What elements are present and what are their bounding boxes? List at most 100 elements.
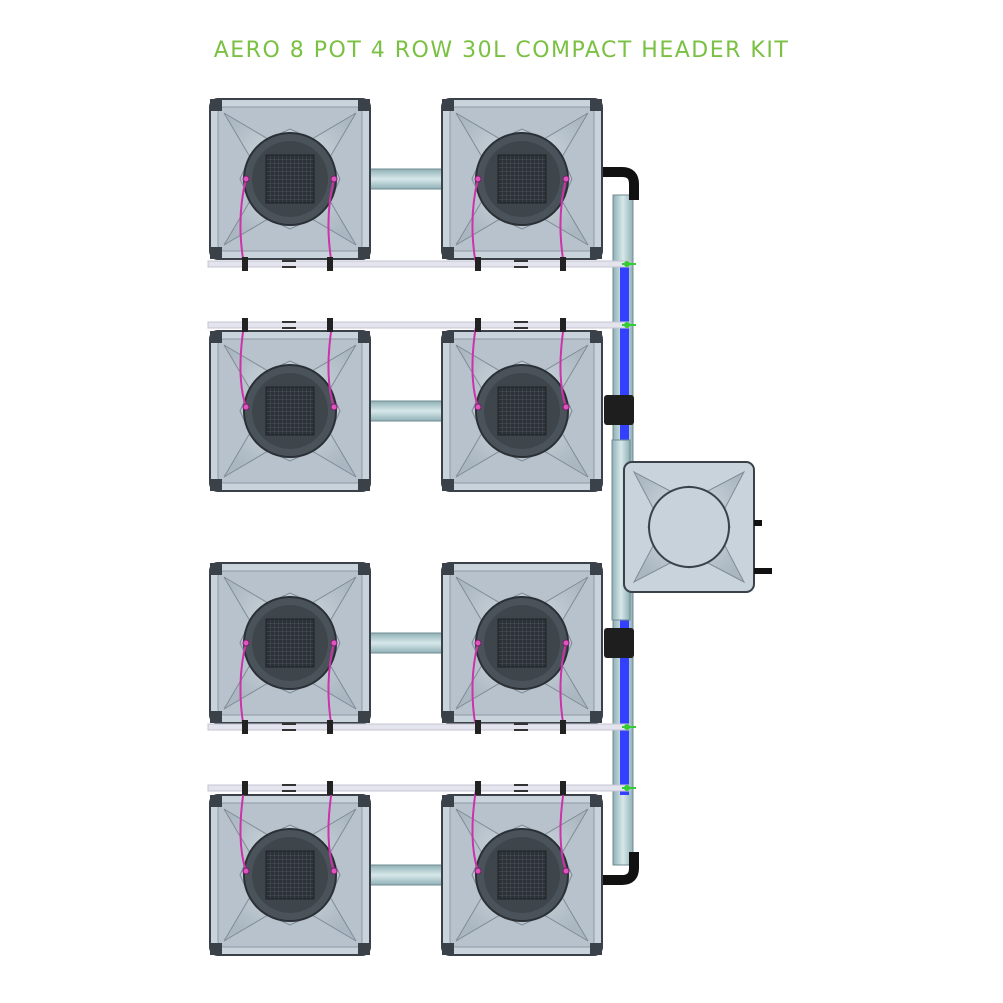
dripper-stake [475, 257, 481, 271]
feed-line-connector-tip [622, 324, 636, 326]
pot-corner [442, 331, 454, 343]
line-clip [514, 729, 528, 731]
line-clip [514, 321, 528, 323]
link-pipe [369, 864, 443, 886]
header-tank-icon [623, 461, 772, 593]
pot-corner [590, 711, 602, 723]
dripper-head [562, 639, 570, 647]
pot-corner [210, 563, 222, 575]
line-clip [514, 790, 528, 792]
net-pot-mesh [497, 386, 547, 436]
dripper-stake [242, 257, 248, 271]
dripper-stake [327, 318, 333, 332]
line-clip [282, 729, 296, 731]
dripper-stake [475, 781, 481, 795]
dripper-head [562, 175, 570, 183]
dripper-stake [242, 781, 248, 795]
dripper-head [474, 867, 482, 875]
pot-corner [210, 247, 222, 259]
net-pot-mesh [497, 618, 547, 668]
pot-corner [590, 479, 602, 491]
line-clip [514, 784, 528, 786]
dripper-hose [559, 324, 567, 408]
dripper-stake [475, 318, 481, 332]
pot-corner [442, 943, 454, 955]
net-pot-mesh [265, 618, 315, 668]
pipework [369, 167, 639, 886]
pots [209, 98, 603, 956]
net-pot-mesh [497, 154, 547, 204]
net-pot-mesh [497, 850, 547, 900]
dripper-stake [242, 318, 248, 332]
pot-corner [590, 331, 602, 343]
tank-drain [754, 568, 772, 574]
dripper-hose [239, 324, 247, 408]
dripper-hose [471, 642, 479, 730]
line-clip [514, 327, 528, 329]
pot-corner [590, 795, 602, 807]
bottom-elbow [600, 852, 639, 885]
dripper-hose [559, 178, 567, 266]
line-clip [282, 723, 296, 725]
grow-pot-icon [441, 324, 603, 492]
dripper-hose [327, 324, 335, 408]
dripper-hose [471, 178, 479, 266]
drip-feed-line [207, 260, 631, 268]
pot-corner [590, 563, 602, 575]
manifold-fitting [604, 395, 634, 425]
tank-cap [648, 486, 730, 568]
dripper-stake [327, 781, 333, 795]
line-clip [282, 266, 296, 268]
link-pipe [369, 632, 443, 654]
net-pot-mesh [265, 850, 315, 900]
link-pipe [369, 168, 443, 190]
pot-corner [358, 943, 370, 955]
dripper-stake [327, 720, 333, 734]
pot-corner [358, 795, 370, 807]
dripper-head [474, 175, 482, 183]
dripper-hose [559, 788, 567, 872]
pot-corner [590, 247, 602, 259]
dripper-hose [327, 642, 335, 730]
line-clip [282, 321, 296, 323]
dripper-stake [475, 720, 481, 734]
pot-corner [442, 711, 454, 723]
grow-pot-icon [209, 98, 371, 266]
dripper-hose [239, 788, 247, 872]
dripper-stake [560, 257, 566, 271]
dripper-stake [560, 781, 566, 795]
pot-corner [210, 795, 222, 807]
pot-corner [590, 943, 602, 955]
dripper-head [474, 403, 482, 411]
dripper-head [330, 403, 338, 411]
line-clip [514, 260, 528, 262]
grow-pot-icon [209, 324, 371, 492]
pot-corner [210, 711, 222, 723]
dripper-hose [327, 178, 335, 266]
grow-pot-icon [441, 562, 603, 730]
pot-corner [210, 943, 222, 955]
page-title: AERO 8 POT 4 ROW 30L COMPACT HEADER KIT [213, 38, 790, 63]
pot-corner [590, 99, 602, 111]
line-clip [282, 784, 296, 786]
dripper-hose [559, 642, 567, 730]
top-elbow [600, 167, 639, 200]
dripper-hose [327, 788, 335, 872]
tank-outlet [754, 520, 762, 526]
line-clip [514, 723, 528, 725]
dripper-head [242, 403, 250, 411]
manifold-fitting [604, 628, 634, 658]
dripper-head [242, 639, 250, 647]
pot-corner [358, 99, 370, 111]
pot-corner [358, 479, 370, 491]
pot-corner [442, 795, 454, 807]
drip-feed-line [207, 784, 631, 792]
dripper-head [562, 867, 570, 875]
dripper-head [562, 403, 570, 411]
pot-corner [210, 99, 222, 111]
header-tank [623, 461, 772, 593]
pot-corner [442, 99, 454, 111]
dripper-head [474, 639, 482, 647]
drip-feed-line [207, 723, 631, 731]
